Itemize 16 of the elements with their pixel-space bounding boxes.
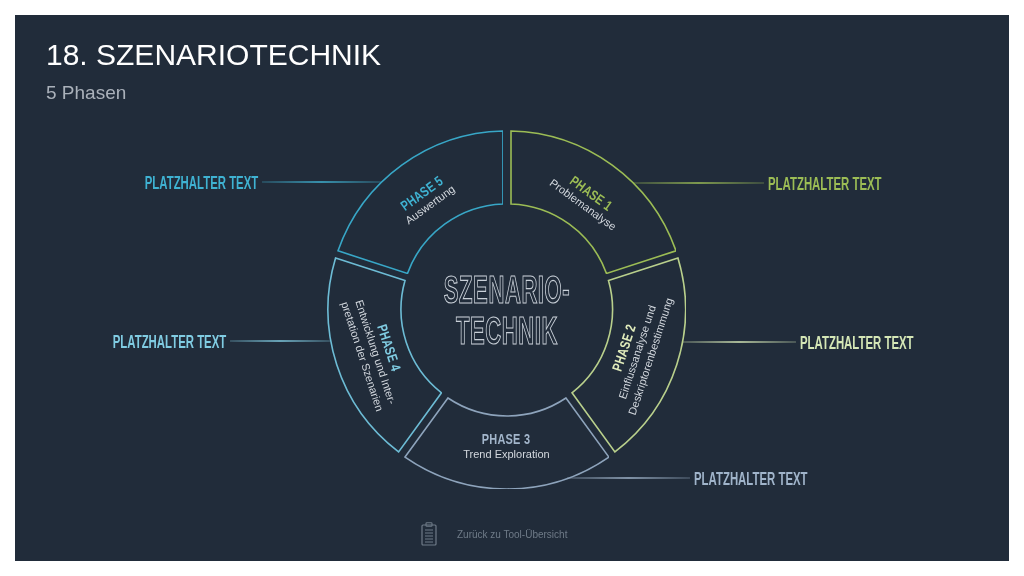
slide-title: 18. SZENARIOTECHNIK <box>46 38 382 71</box>
back-link: Zurück zu Tool-Übersicht <box>421 522 568 546</box>
placeholder-label: PLATZHALTER TEXT <box>694 468 808 488</box>
phase-description: Trend Exploration <box>462 447 551 461</box>
leader-line <box>632 182 765 184</box>
placeholder-label: PLATZHALTER TEXT <box>768 173 882 193</box>
leader-line <box>261 181 382 183</box>
placeholder-label: PLATZHALTER TEXT <box>800 332 914 352</box>
slide-subtitle: 5 Phasen <box>46 83 127 104</box>
phase-heading: PHASE 3 <box>482 432 531 448</box>
leader-line <box>566 477 691 479</box>
placeholder-label: PLATZHALTER TEXT <box>112 331 226 351</box>
leader-line <box>229 340 332 342</box>
leader-line <box>681 341 797 343</box>
center-label: SZENARIO- TECHNIK <box>443 269 570 353</box>
placeholder-label: PLATZHALTER TEXT <box>144 172 258 192</box>
